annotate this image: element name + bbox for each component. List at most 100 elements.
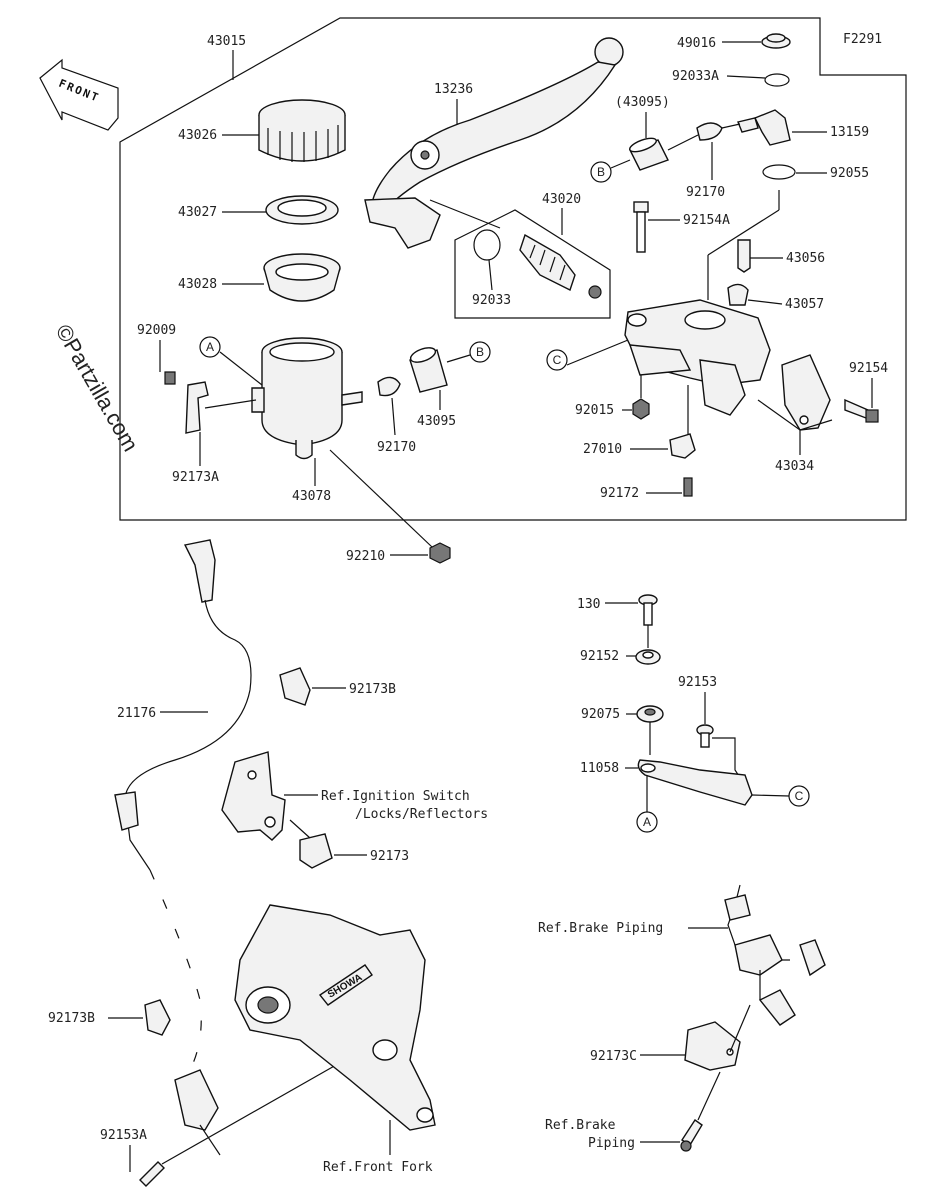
cap-49016[interactable] <box>761 33 791 49</box>
svg-text:B: B <box>476 345 484 359</box>
part-label-43095-ref[interactable]: (43095) <box>615 95 670 110</box>
ref-brake-piping-1[interactable]: Ref.Brake Piping <box>538 921 663 936</box>
sensor-cable-21176[interactable] <box>114 539 252 1156</box>
part-label-92153[interactable]: 92153 <box>678 675 717 690</box>
front-direction-arrow: FRONT <box>39 58 119 131</box>
bleeder-cap-43057[interactable] <box>727 283 749 306</box>
circlip-92033[interactable] <box>473 229 501 261</box>
circlip-92033A[interactable] <box>764 73 790 87</box>
screw-92009[interactable] <box>164 371 176 385</box>
front-label: FRONT <box>57 77 102 105</box>
diaphragm-43028[interactable] <box>263 253 341 302</box>
part-label-92170-upper[interactable]: 92170 <box>686 185 725 200</box>
part-label-92055[interactable]: 92055 <box>830 166 869 181</box>
part-label-130[interactable]: 130 <box>577 597 600 612</box>
part-label-43015[interactable]: 43015 <box>207 34 246 49</box>
part-label-92172[interactable]: 92172 <box>600 486 639 501</box>
fitting-13159[interactable] <box>737 109 791 146</box>
part-label-43057[interactable]: 43057 <box>785 297 824 312</box>
part-label-43020[interactable]: 43020 <box>542 192 581 207</box>
bolt-92153A[interactable] <box>139 1161 165 1187</box>
clip-92173[interactable] <box>299 833 333 869</box>
svg-text:B: B <box>597 165 605 179</box>
ref-front-fork[interactable]: Ref.Front Fork <box>323 1160 433 1175</box>
part-label-92173A[interactable]: 92173A <box>172 470 219 485</box>
part-label-13236[interactable]: 13236 <box>434 82 473 97</box>
front-fork-bracket[interactable]: SHOWA <box>234 904 436 1131</box>
brake-piping[interactable] <box>724 884 826 1026</box>
diagram-code: F2291 <box>843 32 882 47</box>
handlebar-clamp-43034[interactable] <box>781 354 831 431</box>
svg-text:A: A <box>206 340 214 354</box>
brake-switch-27010[interactable] <box>669 433 696 459</box>
ignition-bracket[interactable] <box>221 751 286 841</box>
part-label-11058[interactable]: 11058 <box>580 761 619 776</box>
ref-ignition-2[interactable]: /Locks/Reflectors <box>355 807 488 822</box>
bracket-92173A[interactable] <box>185 381 209 434</box>
part-label-43034[interactable]: 43034 <box>775 459 814 474</box>
part-label-92033A[interactable]: 92033A <box>672 69 719 84</box>
clamp-bolt-92154[interactable] <box>844 398 879 423</box>
screw-92172[interactable] <box>683 477 693 497</box>
piston-spring[interactable] <box>519 233 602 299</box>
clip-92173C[interactable] <box>684 1021 741 1071</box>
callout-a-reservoir: A <box>199 336 263 386</box>
bleeder-43056[interactable] <box>737 239 751 273</box>
callout-b-upper: B <box>590 159 631 183</box>
part-label-92009[interactable]: 92009 <box>137 323 176 338</box>
callout-c-master: C <box>546 339 629 371</box>
hose-43095-upper[interactable] <box>628 136 669 171</box>
reservoir-body-43078[interactable] <box>251 337 363 460</box>
brake-lever-13236[interactable] <box>364 37 624 249</box>
bracket-11058[interactable] <box>637 759 753 806</box>
diaphragm-plate-43027[interactable] <box>265 195 339 225</box>
ref-brake-piping-2a[interactable]: Ref.Brake <box>545 1118 616 1133</box>
hose-43095[interactable] <box>409 345 448 393</box>
hose-clamp-92170-upper[interactable] <box>696 122 723 141</box>
part-label-43078[interactable]: 43078 <box>292 489 331 504</box>
nut-92210[interactable] <box>429 542 451 564</box>
callout-b-hose: B <box>446 341 491 363</box>
pivot-bolt-92154A[interactable] <box>633 201 649 253</box>
part-label-92033[interactable]: 92033 <box>472 293 511 308</box>
svg-text:C: C <box>553 353 562 367</box>
callout-c-bracket: C <box>751 785 810 807</box>
part-label-92154[interactable]: 92154 <box>849 361 888 376</box>
ref-brake-piping-2b[interactable]: Piping <box>588 1136 635 1151</box>
clip-92173B-lower[interactable] <box>144 999 171 1036</box>
part-label-92015[interactable]: 92015 <box>575 403 614 418</box>
bolt-brake-piping[interactable] <box>680 1119 703 1152</box>
part-label-13159[interactable]: 13159 <box>830 125 869 140</box>
part-label-49016[interactable]: 49016 <box>677 36 716 51</box>
watermark: ©Partzilla.com <box>51 320 144 456</box>
part-label-92173[interactable]: 92173 <box>370 849 409 864</box>
part-label-43027[interactable]: 43027 <box>178 205 217 220</box>
part-label-92154A[interactable]: 92154A <box>683 213 730 228</box>
part-label-27010[interactable]: 27010 <box>583 442 622 457</box>
nut-92015[interactable] <box>632 398 650 420</box>
part-label-92173C[interactable]: 92173C <box>590 1049 637 1064</box>
part-label-43026[interactable]: 43026 <box>178 128 217 143</box>
bolt-92153[interactable] <box>696 724 714 748</box>
part-label-43028[interactable]: 43028 <box>178 277 217 292</box>
part-label-92173B-lower[interactable]: 92173B <box>48 1011 95 1026</box>
part-label-92173B[interactable]: 92173B <box>349 682 396 697</box>
part-label-43056[interactable]: 43056 <box>786 251 825 266</box>
collar-92152[interactable] <box>635 649 661 665</box>
part-label-92152[interactable]: 92152 <box>580 649 619 664</box>
part-label-92170[interactable]: 92170 <box>377 440 416 455</box>
part-label-43095[interactable]: 43095 <box>417 414 456 429</box>
o-ring-92055[interactable] <box>762 164 796 180</box>
part-label-21176[interactable]: 21176 <box>117 706 156 721</box>
part-label-92153A[interactable]: 92153A <box>100 1128 147 1143</box>
clip-92173B-upper[interactable] <box>279 667 311 706</box>
reservoir-cap-43026[interactable] <box>258 99 346 162</box>
bolt-130[interactable] <box>638 594 658 626</box>
part-label-92075[interactable]: 92075 <box>581 707 620 722</box>
grommet-92075[interactable] <box>636 705 664 723</box>
hose-clamp-92170[interactable] <box>377 376 401 397</box>
ref-ignition-1[interactable]: Ref.Ignition Switch <box>321 789 470 804</box>
part-label-92210[interactable]: 92210 <box>346 549 385 564</box>
master-cylinder-body[interactable] <box>624 299 771 416</box>
